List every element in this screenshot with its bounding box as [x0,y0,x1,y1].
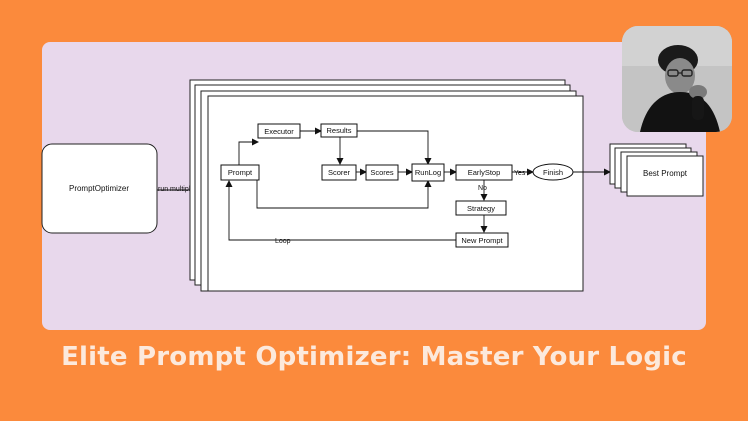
loop-label: Loop [275,238,291,245]
prompt-to-executor-edge [238,138,259,165]
run-multiple-label: run multiple [158,186,194,193]
prompt-node [220,164,260,181]
best-prompt-node [626,155,704,197]
prompt-to-runlog-edge [256,180,432,209]
strategy-node [455,200,507,216]
results-to-runlog-edge [357,130,432,165]
yes-label: Yes [514,170,526,177]
prompt-optimizer-label: PromptOptimizer [69,184,129,193]
person-photo-icon [622,26,732,132]
earlystop-node [455,164,513,181]
strategy-label: Strategy [467,204,495,213]
avatar [622,26,732,132]
results-label: Results [326,126,351,135]
loop-edge [225,180,456,241]
earlystop-label: EarlyStop [468,168,501,177]
caption-title: Elite Prompt Optimizer: Master Your Logi… [61,342,687,372]
runlog-label: RunLog [415,168,441,177]
executor-label: Executor [264,127,294,136]
new-prompt-label: New Prompt [461,236,503,245]
prompt-optimizer-node [41,143,158,234]
best-prompt-label: Best Prompt [643,169,688,178]
prompt-label: Prompt [228,168,253,177]
scorer-label: Scorer [328,168,351,177]
scorer-node [321,164,357,181]
new-prompt-node [455,232,509,248]
runlog-node [411,163,445,182]
finish-label: Finish [543,168,563,177]
no-label: No [478,185,487,192]
executor-node [257,123,301,139]
results-node [320,123,358,138]
scores-node [365,164,399,181]
scores-label: Scores [370,168,394,177]
